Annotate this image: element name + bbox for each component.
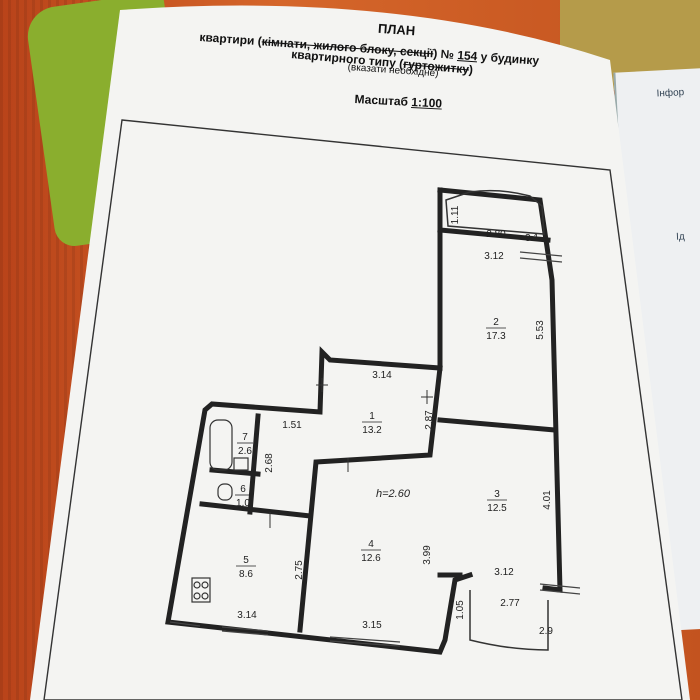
scale-value: 1:100 — [410, 94, 443, 111]
floor-plan-walls — [165, 187, 563, 655]
bathtub-icon — [209, 419, 233, 471]
balconies — [445, 189, 549, 651]
fixtures — [191, 419, 249, 603]
stove-icon — [191, 577, 211, 603]
toilet-icon — [217, 483, 233, 501]
paper — [30, 5, 690, 700]
windows — [169, 251, 581, 647]
page-heading: ПЛАН — [377, 20, 416, 39]
door-marks — [269, 378, 433, 528]
page-frame — [43, 119, 683, 700]
sink-icon — [233, 457, 249, 471]
